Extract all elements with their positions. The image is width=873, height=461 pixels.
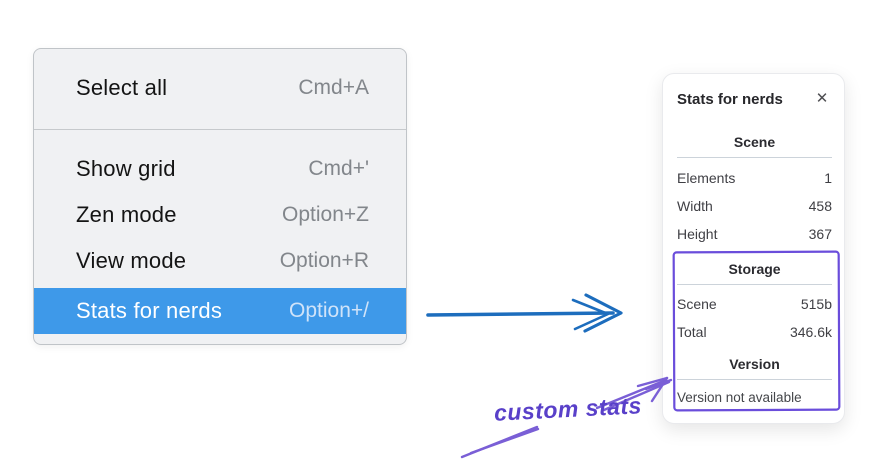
menu-item-zen-mode[interactable]: Zen mode Option+Z — [34, 192, 406, 238]
stat-label: Total — [677, 324, 707, 340]
arrow-to-custom-stats-label — [460, 425, 540, 459]
stat-row-total-size: Total 346.6k — [677, 318, 832, 346]
menu-item-label: Select all — [76, 75, 168, 100]
menu-item-label: Stats for nerds — [76, 298, 223, 323]
menu-item-shortcut: Cmd+A — [298, 76, 369, 99]
menu-item-label: Show grid — [76, 156, 176, 181]
stat-value: 346.6k — [789, 324, 832, 340]
storage-rows: Scene 515b Total 346.6k — [677, 290, 832, 346]
menu-item-shortcut: Option+/ — [289, 299, 369, 322]
stat-value: 1 — [824, 170, 832, 186]
scene-section-header: Scene — [677, 130, 832, 158]
stats-panel-header: Stats for nerds ✕ — [677, 84, 832, 114]
menu-divider — [34, 129, 406, 130]
stat-row-elements: Elements 1 — [677, 164, 832, 192]
stats-panel-title: Stats for nerds — [677, 90, 783, 108]
stat-row-scene-size: Scene 515b — [677, 290, 832, 318]
scene-rows: Elements 1 Width 458 Height 367 — [677, 164, 832, 248]
context-menu: Select all Cmd+A Show grid Cmd+' Zen mod… — [33, 48, 407, 345]
stat-value: 458 — [808, 198, 832, 214]
stats-panel: Stats for nerds ✕ Scene Elements 1 Width… — [662, 73, 845, 424]
storage-section-header: Storage — [677, 257, 832, 285]
version-section-header: Version — [677, 352, 832, 380]
stat-value: 515b — [800, 296, 832, 312]
stat-value: 367 — [808, 226, 832, 242]
close-icon[interactable]: ✕ — [812, 89, 832, 109]
menu-item-shortcut: Option+R — [279, 249, 369, 272]
stat-row-width: Width 458 — [677, 192, 832, 220]
menu-item-label: Zen mode — [76, 202, 177, 227]
stat-label: Elements — [677, 170, 736, 186]
menu-item-stats-for-nerds[interactable]: Stats for nerds Option+/ — [34, 288, 406, 334]
custom-stats-label: custom stats — [493, 392, 643, 426]
menu-item-shortcut: Option+Z — [282, 203, 369, 226]
menu-item-view-mode[interactable]: View mode Option+R — [34, 238, 406, 284]
menu-item-label: View mode — [76, 248, 187, 273]
menu-item-shortcut: Cmd+' — [308, 157, 369, 180]
stat-row-height: Height 367 — [677, 220, 832, 248]
stat-label: Scene — [677, 296, 717, 312]
menu-item-select-all[interactable]: Select all Cmd+A — [34, 65, 406, 111]
stat-label: Height — [677, 226, 718, 242]
arrow-menu-to-panel — [426, 293, 623, 333]
menu-item-show-grid[interactable]: Show grid Cmd+' — [34, 146, 406, 192]
version-note: Version not available — [677, 390, 802, 405]
stat-label: Width — [677, 198, 713, 214]
